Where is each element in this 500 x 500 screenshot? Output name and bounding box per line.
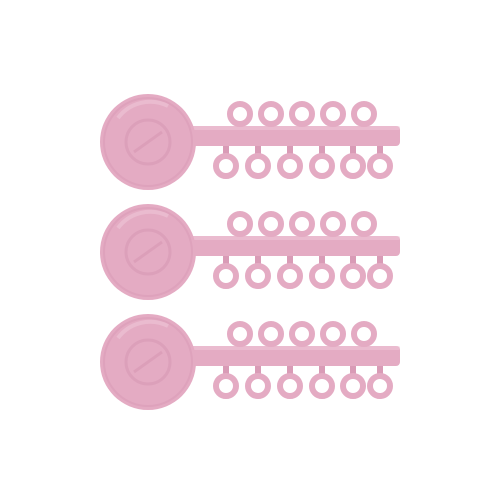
ligature-ring xyxy=(258,211,284,237)
ligature-stick-1 xyxy=(0,78,500,218)
ligature-ring xyxy=(289,321,315,347)
ligature-ring xyxy=(367,263,393,289)
ligature-ring xyxy=(227,321,253,347)
ligature-ring xyxy=(245,153,271,179)
ligature-ring xyxy=(309,373,335,399)
disc-emblem xyxy=(124,228,172,276)
ligature-ring xyxy=(245,263,271,289)
handle-bar xyxy=(180,236,400,256)
ligature-ring xyxy=(277,263,303,289)
ligature-ring xyxy=(258,101,284,127)
disc-emblem xyxy=(124,118,172,166)
ligature-ring xyxy=(289,101,315,127)
ligature-stick-2 xyxy=(0,188,500,328)
handle-bar xyxy=(180,126,400,146)
ligature-ring xyxy=(320,101,346,127)
ligature-ring xyxy=(213,373,239,399)
disc-emblem xyxy=(124,338,172,386)
ligature-ring xyxy=(320,321,346,347)
ligature-stick-3 xyxy=(0,298,500,438)
ligature-ring xyxy=(351,321,377,347)
ligature-ring xyxy=(309,153,335,179)
handle-bar xyxy=(180,346,400,366)
ligature-ring xyxy=(227,211,253,237)
ligature-ring xyxy=(213,153,239,179)
ligature-ring xyxy=(258,321,284,347)
ligature-ring xyxy=(351,211,377,237)
ligature-ring xyxy=(227,101,253,127)
ligature-ring xyxy=(367,153,393,179)
ligature-ring xyxy=(367,373,393,399)
ligature-ring xyxy=(277,373,303,399)
ligature-ring xyxy=(340,263,366,289)
ligature-ring xyxy=(213,263,239,289)
ligature-ring xyxy=(320,211,346,237)
ligature-ring xyxy=(289,211,315,237)
ligature-ring xyxy=(309,263,335,289)
ligature-ring xyxy=(277,153,303,179)
ligature-ring xyxy=(245,373,271,399)
ligature-ring xyxy=(340,373,366,399)
ligature-ring xyxy=(340,153,366,179)
ligature-ring xyxy=(351,101,377,127)
